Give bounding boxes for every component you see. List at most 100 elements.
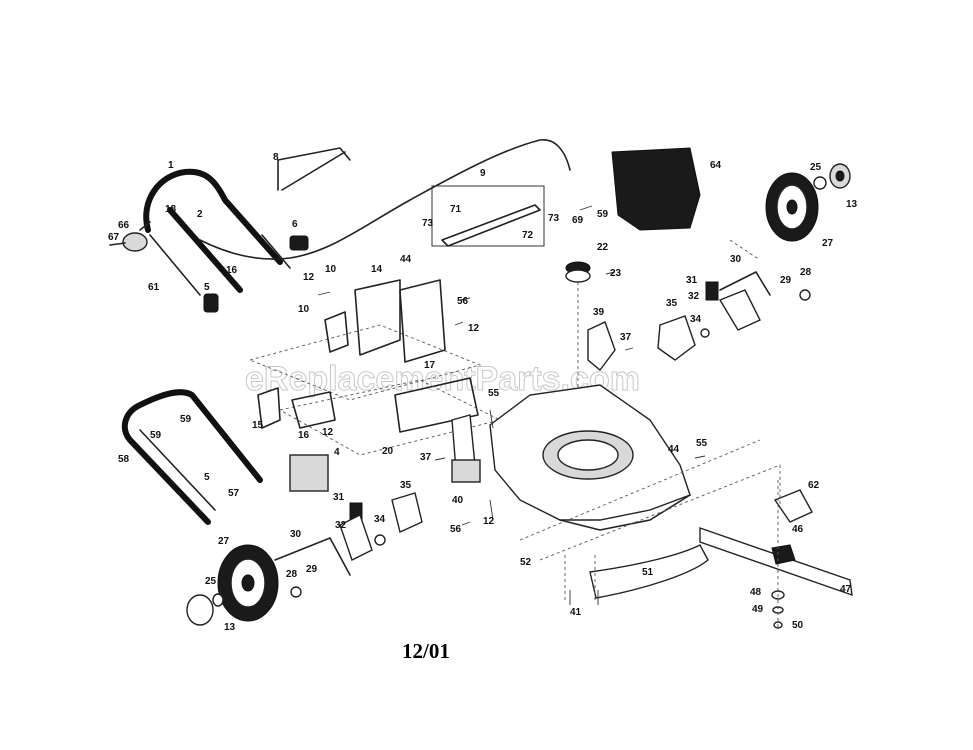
part-label-12: 12 [483, 516, 495, 527]
part-label-28: 28 [286, 569, 298, 580]
hubcap-left [186, 594, 214, 626]
part-label-58: 58 [118, 454, 130, 465]
part-label-55: 55 [696, 438, 708, 449]
part-label-14: 14 [371, 264, 383, 275]
part-label-22: 22 [597, 242, 609, 253]
part-label-34: 34 [374, 514, 386, 525]
part-label-56: 56 [450, 524, 462, 535]
height-adjuster-right [705, 271, 811, 331]
part-label-72: 72 [522, 230, 534, 241]
part-label-71: 71 [450, 204, 462, 215]
part-label-25: 25 [205, 576, 217, 587]
part-label-2: 2 [197, 209, 203, 220]
part-label-13: 13 [846, 199, 858, 210]
part-label-16: 16 [298, 430, 310, 441]
part-label-12: 12 [303, 272, 315, 283]
mower-deck [489, 384, 691, 531]
rear-door [451, 414, 481, 483]
part-label-67: 67 [108, 232, 120, 243]
part-label-23: 23 [610, 268, 622, 279]
part-label-62: 62 [808, 480, 820, 491]
part-label-31: 31 [333, 492, 345, 503]
part-label-4: 4 [334, 447, 340, 458]
part-label-44: 44 [400, 254, 412, 265]
part-label-5: 5 [204, 282, 210, 293]
lower-handle [121, 389, 263, 525]
cable-clip [203, 235, 309, 313]
control-bar [277, 147, 351, 191]
part-label-8: 8 [273, 152, 279, 163]
deck-baffle [248, 279, 502, 456]
part-label-9: 9 [480, 168, 486, 179]
part-label-49: 49 [752, 604, 764, 615]
part-label-13: 13 [224, 622, 236, 633]
part-label-20: 20 [382, 446, 394, 457]
part-label-66: 66 [118, 220, 130, 231]
part-label-31: 31 [686, 275, 698, 286]
part-label-51: 51 [642, 567, 654, 578]
part-label-40: 40 [452, 495, 464, 506]
blade-assembly [589, 480, 853, 630]
part-label-39: 39 [593, 307, 605, 318]
part-label-28: 28 [800, 267, 812, 278]
rear-flap-parts [257, 387, 336, 492]
part-label-37: 37 [420, 452, 432, 463]
part-label-16: 16 [226, 265, 238, 276]
part-label-44: 44 [668, 444, 680, 455]
part-label-10: 10 [325, 264, 337, 275]
part-label-47: 47 [840, 584, 852, 595]
part-label-29: 29 [780, 275, 792, 286]
wheel-bracket-right [587, 315, 710, 372]
part-label-59: 59 [597, 209, 609, 220]
right-wheel [765, 172, 827, 242]
part-label-73: 73 [548, 213, 560, 224]
part-label-27: 27 [218, 536, 230, 547]
part-label-5: 5 [204, 472, 210, 483]
part-label-35: 35 [400, 480, 412, 491]
part-label-29: 29 [306, 564, 318, 575]
part-label-52: 52 [520, 557, 532, 568]
part-label-73: 73 [422, 218, 434, 229]
assembly-lines [519, 239, 781, 600]
part-label-30: 30 [290, 529, 302, 540]
hubcap-right [829, 163, 851, 189]
part-label-41: 41 [570, 607, 582, 618]
height-adjuster-left [274, 492, 423, 598]
part-label-12: 12 [322, 427, 334, 438]
part-label-35: 35 [666, 298, 678, 309]
part-label-55: 55 [488, 388, 500, 399]
part-label-17: 17 [424, 360, 436, 371]
part-label-1: 1 [168, 160, 174, 171]
part-label-18: 18 [165, 204, 177, 215]
part-label-12: 12 [468, 323, 480, 334]
part-label-61: 61 [148, 282, 160, 293]
part-label-25: 25 [810, 162, 822, 173]
upper-handle [143, 168, 291, 296]
part-label-59: 59 [150, 430, 162, 441]
part-label-48: 48 [750, 587, 762, 598]
part-label-46: 46 [792, 524, 804, 535]
part-label-50: 50 [792, 620, 804, 631]
part-label-32: 32 [688, 291, 700, 302]
grass-bag [611, 147, 701, 231]
left-wheel [212, 544, 279, 622]
throttle-cable [199, 139, 571, 260]
part-label-6: 6 [292, 219, 298, 230]
part-label-57: 57 [228, 488, 240, 499]
hardware-kit [431, 185, 545, 247]
part-label-15: 15 [252, 420, 264, 431]
part-label-56: 56 [457, 296, 469, 307]
part-label-27: 27 [822, 238, 834, 249]
date-code: 12/01 [402, 639, 450, 663]
bolts [317, 205, 706, 605]
part-label-30: 30 [730, 254, 742, 265]
part-label-32: 32 [335, 520, 347, 531]
part-label-59: 59 [180, 414, 192, 425]
part-label-10: 10 [298, 304, 310, 315]
part-label-34: 34 [690, 314, 702, 325]
handle-bracket [109, 221, 151, 252]
part-label-64: 64 [710, 160, 722, 171]
